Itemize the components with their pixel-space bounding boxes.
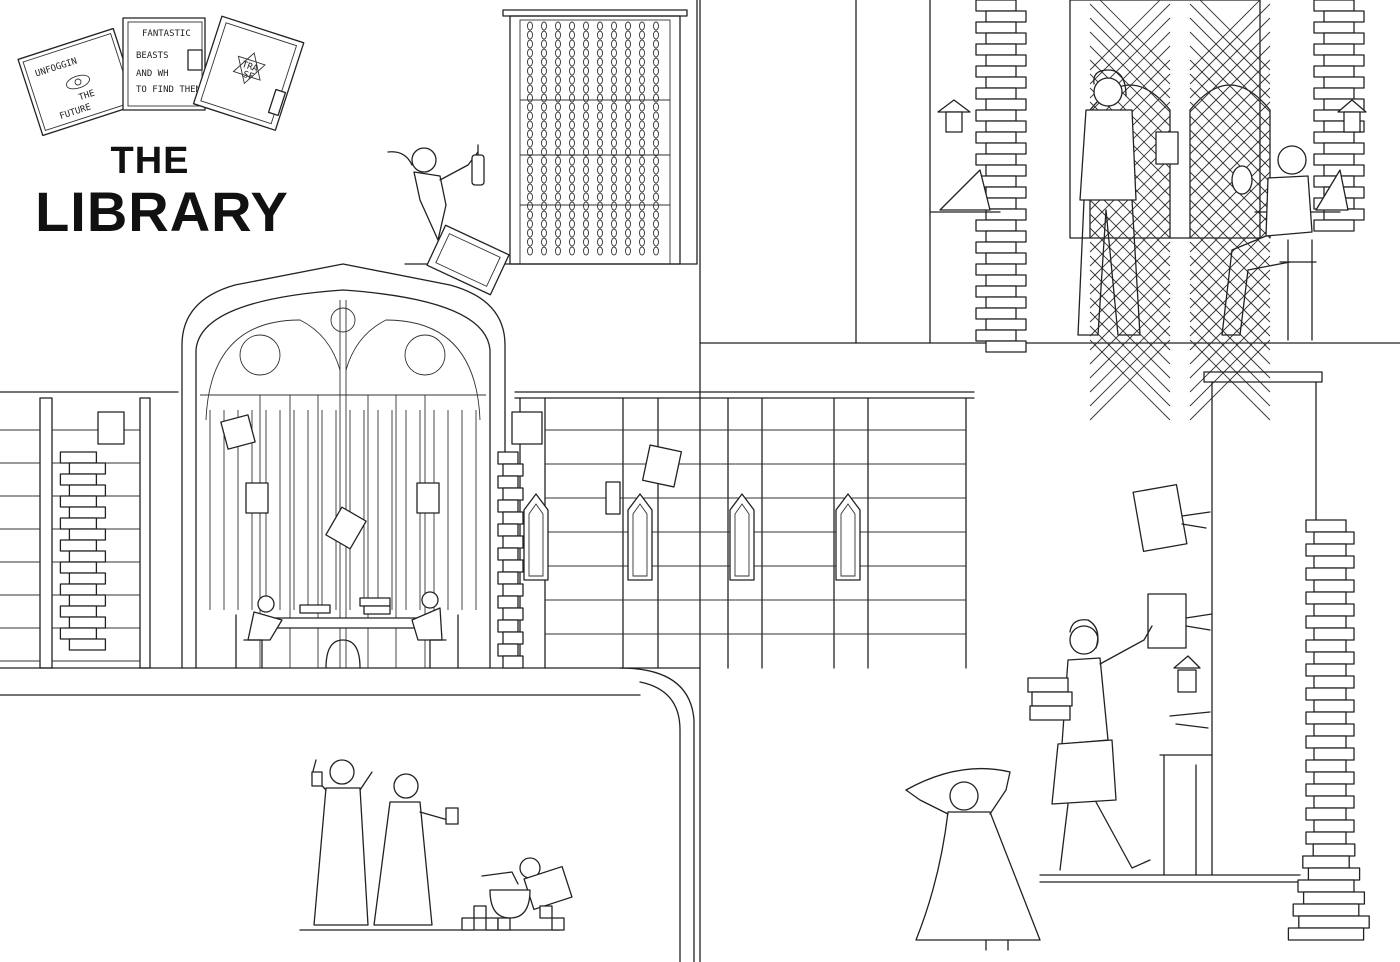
book2-line4: TO FIND THEM bbox=[136, 85, 202, 95]
book-unfogging-the-future: UNFOGGIN THE FUTURE bbox=[17, 27, 139, 137]
chained-bookcase bbox=[404, 0, 698, 265]
book3-line1: TRA bbox=[240, 60, 259, 75]
book3-line2: SF bbox=[241, 70, 254, 83]
book2-line3: AND WH bbox=[136, 69, 169, 79]
book-star: TRA SF bbox=[192, 15, 305, 131]
book2-line2: BEASTS bbox=[136, 51, 169, 61]
book2-line1: FANTASTIC bbox=[142, 29, 191, 39]
gothic-hall bbox=[0, 263, 975, 962]
book-fantastic-beasts: FANTASTIC BEASTS AND WH TO FIND THEM bbox=[122, 17, 206, 111]
figure-with-lantern bbox=[387, 144, 510, 296]
restricted-section bbox=[905, 371, 1370, 951]
window-scene bbox=[855, 0, 1367, 421]
book1-line2: THE bbox=[78, 89, 97, 104]
potions-scene bbox=[299, 759, 573, 931]
page-title-the: THE bbox=[110, 140, 190, 182]
page-title-library: LIBRARY bbox=[35, 180, 289, 243]
book-icons: UNFOGGIN THE FUTURE FANTASTIC BEASTS AND… bbox=[17, 15, 305, 137]
title-block: THE LIBRARY bbox=[35, 140, 298, 242]
